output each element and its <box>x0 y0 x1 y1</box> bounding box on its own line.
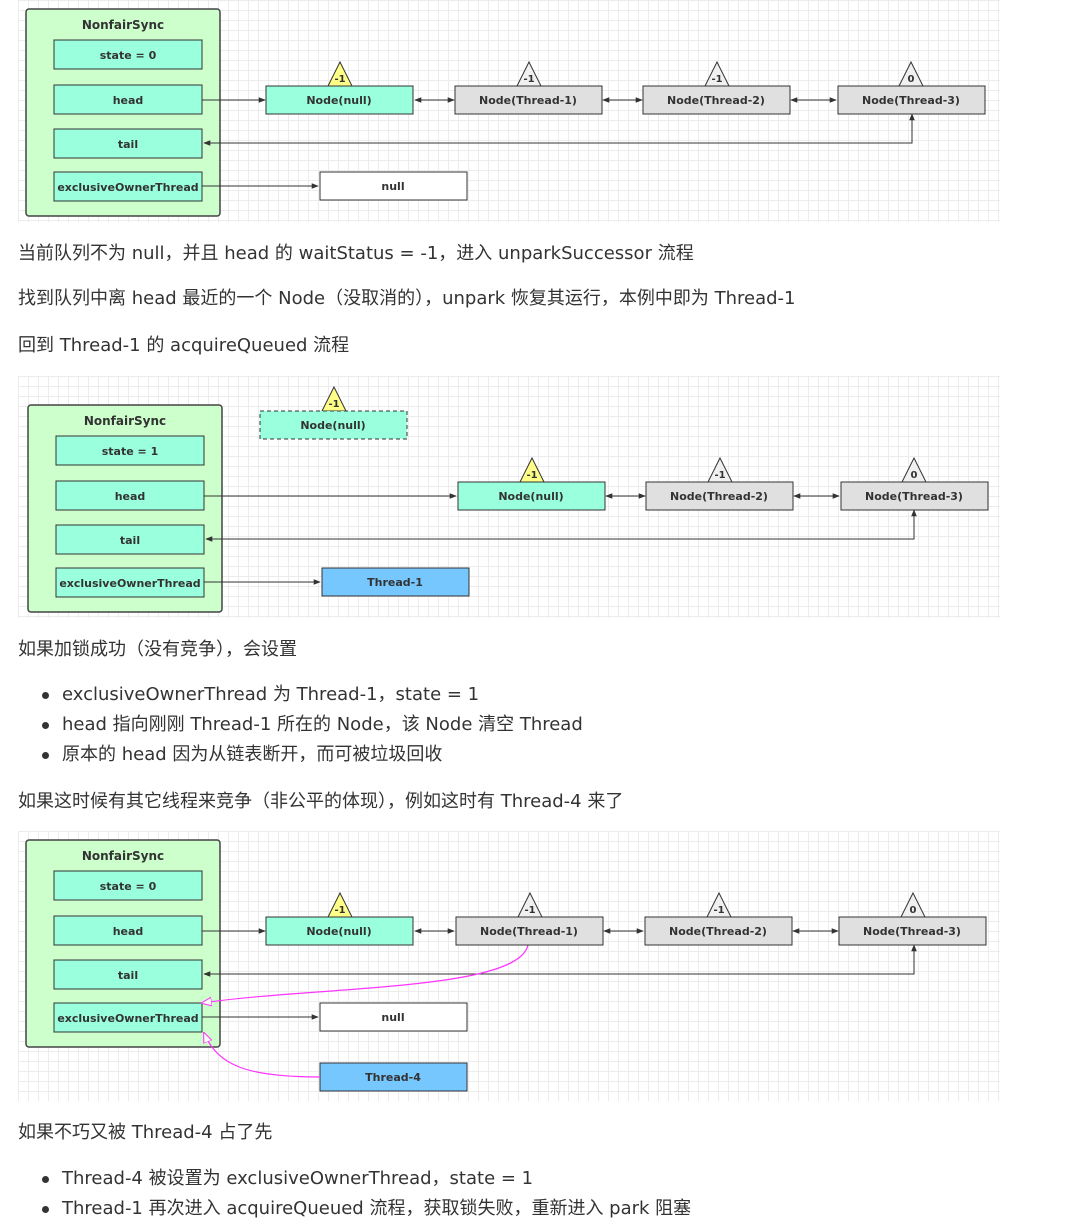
state-label: state = 0 <box>100 49 157 62</box>
node-0 <box>265 916 414 946</box>
node-1-label: Node(Thread-1) <box>479 94 577 107</box>
list-2: Thread-4 被设置为 exclusiveOwnerThread，state… <box>40 1164 691 1224</box>
paragraph-5: 如果这时候有其它线程来竞争（非公平的体现），例如这时有 Thread-4 来了 <box>18 791 624 812</box>
owner-label: exclusiveOwnerThread <box>57 181 198 194</box>
node-2-label: Node(Thread-2) <box>669 925 767 938</box>
node-0 <box>457 481 606 511</box>
node-0-label: Node(null) <box>498 490 563 503</box>
node-2 <box>644 916 793 946</box>
tail-arrow <box>203 944 917 977</box>
status-2: -1 <box>713 905 724 916</box>
head-label: head <box>115 490 146 503</box>
node-3 <box>837 85 986 115</box>
tail-field <box>53 959 203 990</box>
status-1: -1 <box>714 470 725 481</box>
diagram-3-svg: NonfairSync state = 0 head tail exclusiv… <box>25 839 987 1092</box>
head-label: head <box>113 94 144 107</box>
competitor-thread <box>319 1062 468 1092</box>
nonfairsync-title: NonfairSync <box>82 18 164 32</box>
nonfairsync-title: NonfairSync <box>84 414 166 428</box>
status-3: 0 <box>910 905 917 916</box>
paragraph-3: 回到 Thread-1 的 acquireQueued 流程 <box>18 335 350 356</box>
state-field <box>55 435 205 466</box>
list-item: head 指向刚刚 Thread-1 所在的 Node，该 Node 清空 Th… <box>40 710 583 740</box>
list-item: 原本的 head 因为从链表断开，而可被垃圾回收 <box>40 740 583 770</box>
node-3-label: Node(Thread-3) <box>863 925 961 938</box>
state-field <box>53 39 203 70</box>
state-label: state = 0 <box>100 880 157 893</box>
owner-label: exclusiveOwnerThread <box>59 577 200 590</box>
tail-label: tail <box>118 969 138 982</box>
competitor-thread-label: Thread-4 <box>365 1071 421 1084</box>
node-2 <box>840 481 989 511</box>
owner-label: exclusiveOwnerThread <box>57 1012 198 1025</box>
owner-field <box>53 1002 203 1033</box>
paragraph-4: 如果加锁成功（没有竞争），会设置 <box>18 639 297 660</box>
head-field <box>55 480 205 511</box>
node-3 <box>838 916 987 946</box>
node-2-label: Node(Thread-2) <box>667 94 765 107</box>
paragraph-1: 当前队列不为 null，并且 head 的 waitStatus = -1，进入… <box>18 243 694 264</box>
head-field <box>53 84 203 115</box>
status-2: 0 <box>911 470 918 481</box>
cas-arrow-thread-4 <box>204 1033 321 1078</box>
paragraph-6: 如果不巧又被 Thread-4 占了先 <box>18 1122 273 1143</box>
node-1 <box>455 916 604 946</box>
node-0-label: Node(null) <box>306 925 371 938</box>
status-1: -1 <box>523 74 534 85</box>
owner-target <box>321 567 470 597</box>
tail-arrow <box>203 113 915 146</box>
diagram-2-svg: NonfairSync state = 1 head tail exclusiv… <box>27 385 989 613</box>
detached-node-label: Node(null) <box>300 419 365 432</box>
owner-target <box>319 171 468 201</box>
list-item: Thread-1 再次进入 acquireQueued 流程，获取锁失败，重新进… <box>40 1194 691 1224</box>
node-3-label: Node(Thread-3) <box>862 94 960 107</box>
diagram-2: NonfairSync state = 1 head tail exclusiv… <box>18 376 1000 618</box>
detached-node <box>259 410 408 440</box>
paragraph-2: 找到队列中离 head 最近的一个 Node（没取消的），unpark 恢复其运… <box>18 288 796 309</box>
node-1-label: Node(Thread-2) <box>670 490 768 503</box>
owner-target-label: null <box>381 180 404 193</box>
tail-field <box>53 128 203 159</box>
node-0 <box>265 85 414 115</box>
owner-target-label: null <box>381 1011 404 1024</box>
owner-target <box>319 1002 468 1032</box>
node-2 <box>642 85 791 115</box>
head-field <box>53 915 203 946</box>
tail-label: tail <box>118 138 138 151</box>
diagram-1: NonfairSync state = 0 head tail exclusiv… <box>18 0 1000 222</box>
cas-arrow-thread-1 <box>202 944 529 1003</box>
head-label: head <box>113 925 144 938</box>
owner-target-label: Thread-1 <box>367 576 423 589</box>
list-item: exclusiveOwnerThread 为 Thread-1，state = … <box>40 680 583 710</box>
status-3: 0 <box>908 74 915 85</box>
tail-field <box>55 524 205 555</box>
node-1-label: Node(Thread-1) <box>480 925 578 938</box>
diagram-1-svg: NonfairSync state = 0 head tail exclusiv… <box>25 8 986 217</box>
status-1: -1 <box>524 905 535 916</box>
owner-field <box>53 171 203 202</box>
status-0: -1 <box>334 74 345 85</box>
state-label: state = 1 <box>102 445 158 458</box>
nonfairsync-title: NonfairSync <box>82 849 164 863</box>
status-0: -1 <box>334 905 345 916</box>
node-2-label: Node(Thread-3) <box>865 490 963 503</box>
state-field <box>53 870 203 901</box>
tail-arrow <box>205 509 917 542</box>
detached-status: -1 <box>328 399 339 410</box>
node-1 <box>454 85 603 115</box>
node-1 <box>645 481 794 511</box>
tail-label: tail <box>120 534 140 547</box>
status-0: -1 <box>526 470 537 481</box>
node-0-label: Node(null) <box>306 94 371 107</box>
list-1: exclusiveOwnerThread 为 Thread-1，state = … <box>40 680 583 770</box>
status-2: -1 <box>711 74 722 85</box>
list-item: Thread-4 被设置为 exclusiveOwnerThread，state… <box>40 1164 691 1194</box>
diagram-3: NonfairSync state = 0 head tail exclusiv… <box>18 831 1000 1101</box>
